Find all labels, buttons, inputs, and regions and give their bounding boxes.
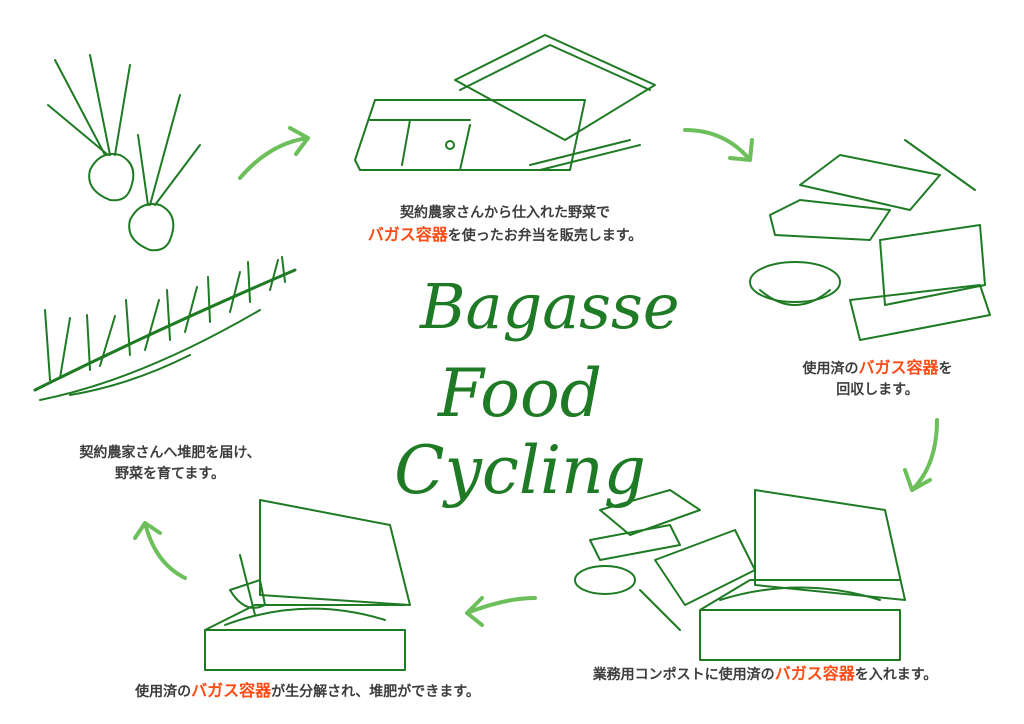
arrow-icon (683, 128, 754, 162)
step-4-caption: 使用済のバガス容器が生分解され、堆肥ができます。 (100, 680, 515, 703)
bento-box-illustration (354, 34, 656, 171)
caption-text: を使ったお弁当を販売します。 (447, 228, 643, 244)
caption-text: 使用済の (135, 684, 192, 700)
bagasse-highlight: バガス容器 (191, 681, 272, 700)
arrow-icon (903, 418, 939, 492)
compost-bin-with-containers-illustration (574, 489, 906, 661)
title-bagasse: Bagasse (420, 270, 680, 343)
arrow-icon (133, 521, 187, 580)
cycle-arrows (133, 126, 939, 627)
caption-line: 契約農家さんから仕入れた野菜で (400, 205, 610, 221)
vegetable-field-illustration (33, 256, 297, 401)
caption-line: 野菜を育てます。 (115, 466, 225, 482)
arrow-icon (465, 596, 537, 627)
step-2-caption: 使用済のバガス容器を 回収します。 (770, 357, 985, 401)
caption-line: 契約農家さんへ堆肥を届け、 (79, 445, 261, 461)
compost-bin-with-shovel-illustration (204, 499, 411, 671)
step-1-caption: 契約農家さんから仕入れた野菜で バガス容器を使ったお弁当を販売します。 (340, 203, 670, 247)
used-containers-illustration (749, 139, 991, 341)
caption-text: が生分解され、堆肥ができます。 (271, 684, 480, 700)
bagasse-highlight: バガス容器 (774, 664, 855, 683)
caption-text: 使用済の (802, 361, 859, 377)
arrow-icon (238, 126, 310, 180)
bagasse-highlight: バガス容器 (367, 225, 448, 244)
onion-illustration (47, 54, 201, 252)
title-food-cycling: Food Cycling (394, 355, 646, 509)
caption-text: を (938, 361, 953, 377)
caption-text: 業務用コンポストに使用済の (592, 667, 775, 683)
step-3-caption: 業務用コンポストに使用済のバガス容器を入れます。 (560, 663, 970, 686)
caption-line: 回収します。 (836, 382, 919, 398)
step-5-caption: 契約農家さんへ堆肥を届け、 野菜を育てます。 (45, 443, 295, 485)
bagasse-highlight: バガス容器 (858, 358, 939, 377)
caption-text: を入れます。 (854, 667, 938, 683)
